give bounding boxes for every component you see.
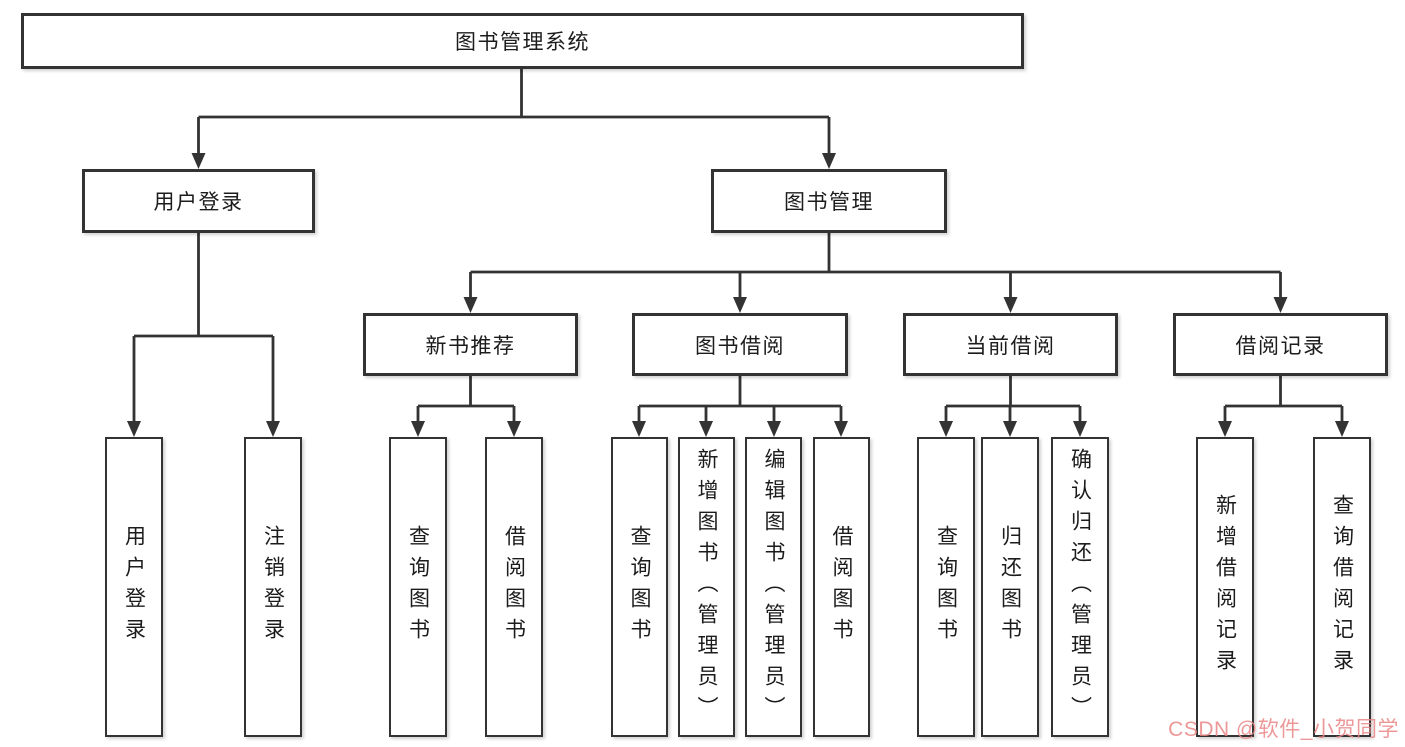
node-current-borrowing: 当前借阅: [903, 313, 1118, 376]
leaf-user-login-label: 用户登录: [122, 525, 146, 649]
leaf-return-books-label: 归还图书: [998, 525, 1022, 649]
node-borrowing-records: 借阅记录: [1173, 313, 1388, 376]
leaf-query-borrow-record: 查询借阅记录: [1313, 437, 1371, 737]
csdn-watermark: CSDN @软件_小贺同学: [1168, 718, 1399, 741]
leaf-query-borrow-record-label: 查询借阅记录: [1330, 494, 1354, 680]
leaf-confirm-return-admin-label: 确认归还（管理员）: [1068, 447, 1092, 727]
node-book-management-label: 图书管理: [784, 191, 874, 214]
leaf-borrow-books-recommend-label: 借阅图书: [502, 525, 526, 649]
connector-wires: [132, 69, 1344, 424]
leaf-borrow-books: 借阅图书: [813, 437, 870, 737]
node-user-login: 用户登录: [82, 169, 315, 233]
leaf-edit-books-admin-label: 编辑图书（管理员）: [762, 447, 785, 727]
node-book-borrowing-label: 图书借阅: [695, 334, 785, 358]
leaf-edit-books-admin: 编辑图书（管理员）: [745, 437, 802, 737]
leaf-return-books: 归还图书: [981, 437, 1039, 737]
leaf-logout: 注销登录: [244, 437, 302, 737]
leaf-user-login: 用户登录: [105, 437, 163, 737]
leaf-query-books-recommend-label: 查询图书: [406, 525, 430, 649]
node-book-management: 图书管理: [711, 169, 947, 233]
arrowheads: [127, 153, 1349, 437]
leaf-add-books-admin: 新增图书（管理员）: [678, 437, 735, 737]
leaf-borrow-books-label: 借阅图书: [830, 525, 853, 649]
node-current-borrowing-label: 当前借阅: [965, 334, 1056, 358]
leaf-query-books-recommend: 查询图书: [389, 437, 447, 737]
leaf-add-borrow-record: 新增借阅记录: [1196, 437, 1254, 737]
node-book-borrowing: 图书借阅: [632, 313, 848, 376]
leaf-logout-label: 注销登录: [261, 525, 285, 649]
node-new-book-recommendation-label: 新书推荐: [425, 334, 516, 358]
leaf-query-books-current: 查询图书: [917, 437, 975, 737]
node-new-book-recommendation: 新书推荐: [363, 313, 578, 376]
node-root: 图书管理系统: [21, 13, 1024, 69]
leaf-add-books-admin-label: 新增图书（管理员）: [695, 447, 718, 727]
node-user-login-label: 用户登录: [153, 191, 244, 214]
leaf-confirm-return-admin: 确认归还（管理员）: [1051, 437, 1109, 737]
leaf-query-books-borrowing-label: 查询图书: [628, 525, 651, 649]
node-borrowing-records-label: 借阅记录: [1235, 334, 1326, 358]
leaf-query-books-current-label: 查询图书: [934, 525, 958, 649]
leaf-query-books-borrowing: 查询图书: [611, 437, 668, 737]
leaf-add-borrow-record-label: 新增借阅记录: [1213, 494, 1237, 680]
node-root-label: 图书管理系统: [455, 31, 590, 54]
leaf-borrow-books-recommend: 借阅图书: [485, 437, 543, 737]
